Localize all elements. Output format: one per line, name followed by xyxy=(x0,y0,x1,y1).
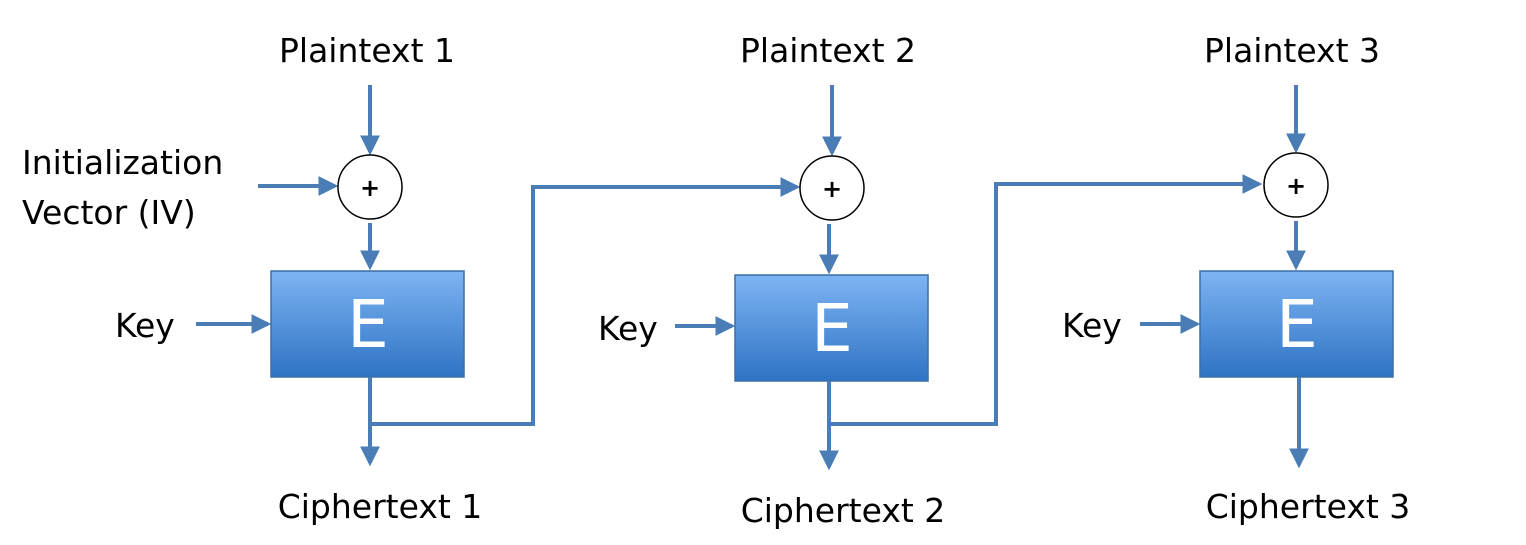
plaintext-1-label: Plaintext 1 xyxy=(279,31,455,70)
chain-2-to-3 xyxy=(829,174,1263,426)
ciphertext-3-label: Ciphertext 3 xyxy=(1206,487,1411,526)
encrypt-block-3 xyxy=(1199,270,1394,378)
xor-2 xyxy=(799,155,865,221)
xor-3 xyxy=(1263,152,1329,218)
stage-3: Plaintext 3 + Key E Ciphertext 3 xyxy=(1062,31,1410,526)
key-3-label: Key xyxy=(1062,306,1122,345)
stage-1: Plaintext 1 + Key E Ciphertext 1 xyxy=(115,31,482,526)
xor-1-symbol: + xyxy=(360,174,380,202)
plaintext-2-label: Plaintext 2 xyxy=(740,31,916,70)
encrypt-block-2 xyxy=(734,274,929,382)
chain-1-to-2 xyxy=(370,177,801,426)
key-2-label: Key xyxy=(598,309,658,348)
xor-2-symbol: + xyxy=(822,175,842,203)
iv-label-line1: Initialization xyxy=(22,143,223,182)
encrypt-block-1-label: E xyxy=(347,286,389,363)
key-1-label: Key xyxy=(115,306,175,345)
encrypt-block-1 xyxy=(270,270,465,378)
encrypt-block-2-label: E xyxy=(811,290,853,367)
stage-2: Plaintext 2 + Key E Ciphertext 2 xyxy=(598,31,945,530)
xor-1 xyxy=(337,154,403,220)
encrypt-block-3-label: E xyxy=(1276,286,1318,363)
ciphertext-1-label: Ciphertext 1 xyxy=(278,487,483,526)
xor-3-symbol: + xyxy=(1286,172,1306,200)
iv-label-line2: Vector (IV) xyxy=(22,193,196,232)
plaintext-3-label: Plaintext 3 xyxy=(1204,31,1380,70)
ciphertext-2-label: Ciphertext 2 xyxy=(741,491,946,530)
